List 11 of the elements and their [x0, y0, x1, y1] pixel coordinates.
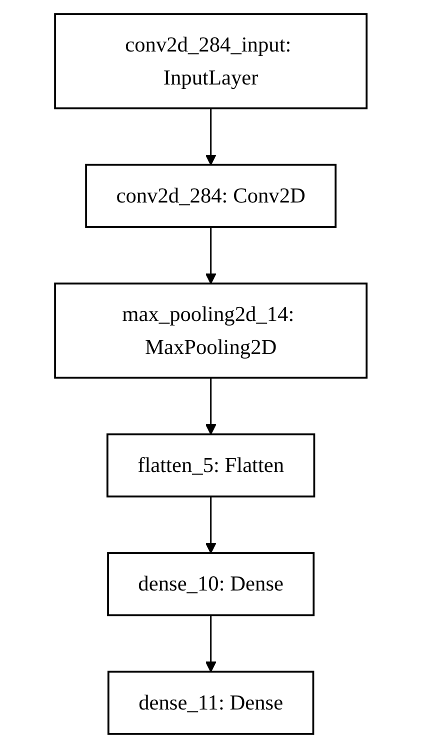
arrow	[205, 378, 217, 435]
node-box: conv2d_284: Conv2D	[85, 164, 337, 228]
node-box: conv2d_284_input: InputLayer	[54, 13, 368, 110]
node-box: dense_11: Dense	[108, 670, 314, 735]
node-box: flatten_5: Flatten	[106, 433, 316, 498]
arrow	[205, 615, 217, 672]
arrow	[205, 496, 217, 554]
arrow	[205, 108, 217, 166]
node-box: max_pooling2d_14: MaxPooling2D	[54, 282, 368, 379]
node-box: dense_10: Dense	[107, 552, 315, 616]
arrow	[205, 227, 217, 284]
